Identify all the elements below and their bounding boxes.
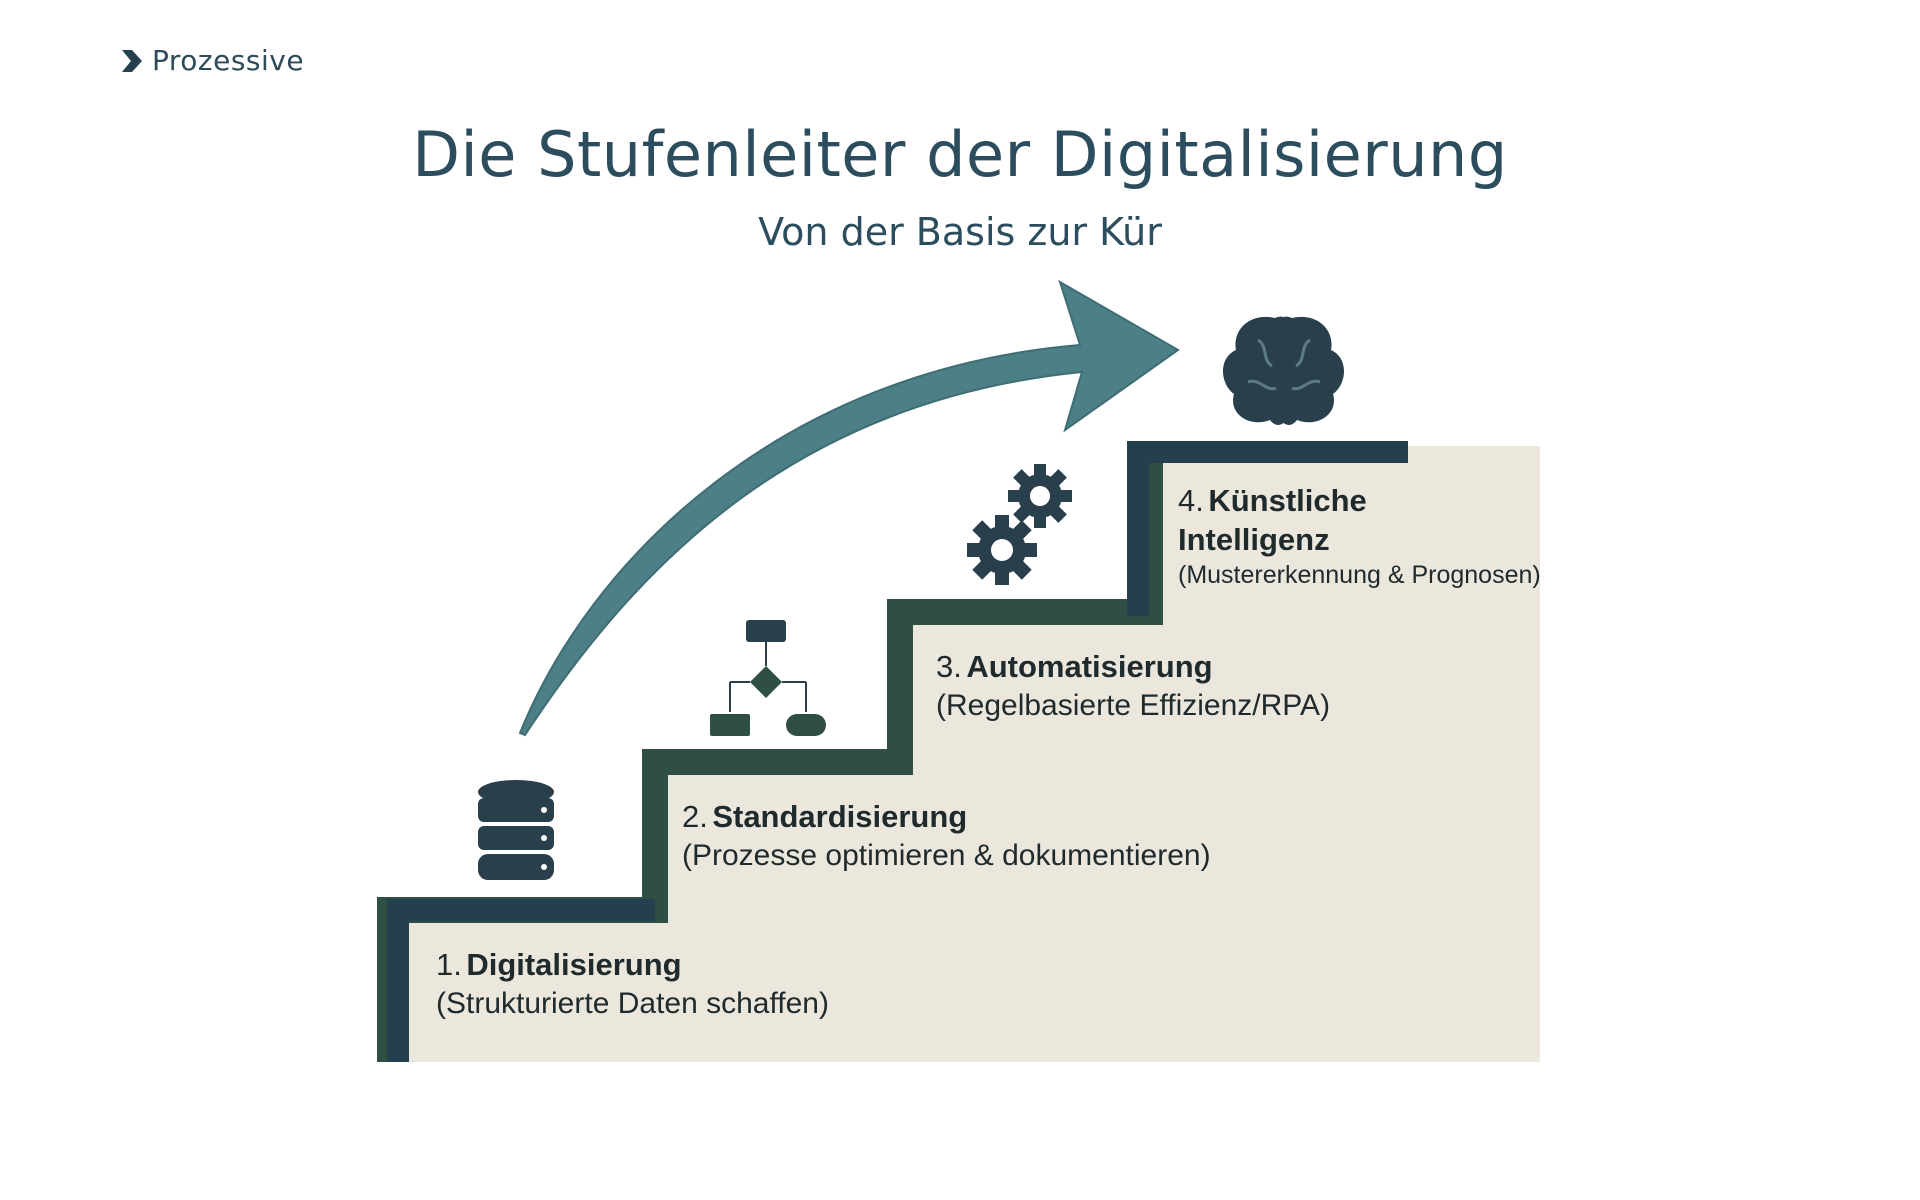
- step-2-name: Standardisierung: [712, 799, 968, 834]
- step-1-description: (Strukturierte Daten schaffen): [436, 986, 829, 1020]
- chevron-right-icon: [122, 49, 142, 72]
- gears-icon: [967, 464, 1072, 585]
- step-2-label: 2. Standardisierung (Prozesse optimieren…: [682, 798, 1211, 874]
- step-4-description: (Mustererkennung & Prognosen): [1178, 560, 1541, 589]
- page-subtitle: Von der Basis zur Kür: [758, 210, 1162, 254]
- brand-name: Prozessive: [152, 44, 305, 77]
- step-4-label: 4. Künstliche Intelligenz (Mustererkennu…: [1178, 482, 1541, 591]
- flowchart-icon: [710, 620, 826, 736]
- step-1-label: 1. Digitalisierung (Strukturierte Daten …: [436, 946, 829, 1022]
- growth-arrow: [518, 279, 1180, 737]
- database-icon: [478, 780, 554, 880]
- step-4-name: Künstliche: [1208, 483, 1367, 518]
- brain-icon: [1223, 316, 1344, 425]
- step-2-description: (Prozesse optimieren & dokumentieren): [682, 838, 1211, 872]
- step-3-description: (Regelbasierte Effizienz/RPA): [936, 688, 1331, 722]
- staircase-fill: [390, 446, 1540, 1062]
- step-4-name-line2: Intelligenz: [1178, 521, 1330, 557]
- step-1-name: Digitalisierung: [466, 947, 682, 982]
- staircase-top-edge: [1127, 441, 1408, 616]
- step-3-label: 3. Automatisierung (Regelbasierte Effizi…: [936, 648, 1330, 724]
- staircase-edge-dark: [387, 899, 655, 1062]
- page-title: Die Stufenleiter der Digitalisierung: [412, 118, 1508, 191]
- step-3-name: Automatisierung: [966, 649, 1213, 684]
- brand-logo: Prozessive: [120, 44, 304, 77]
